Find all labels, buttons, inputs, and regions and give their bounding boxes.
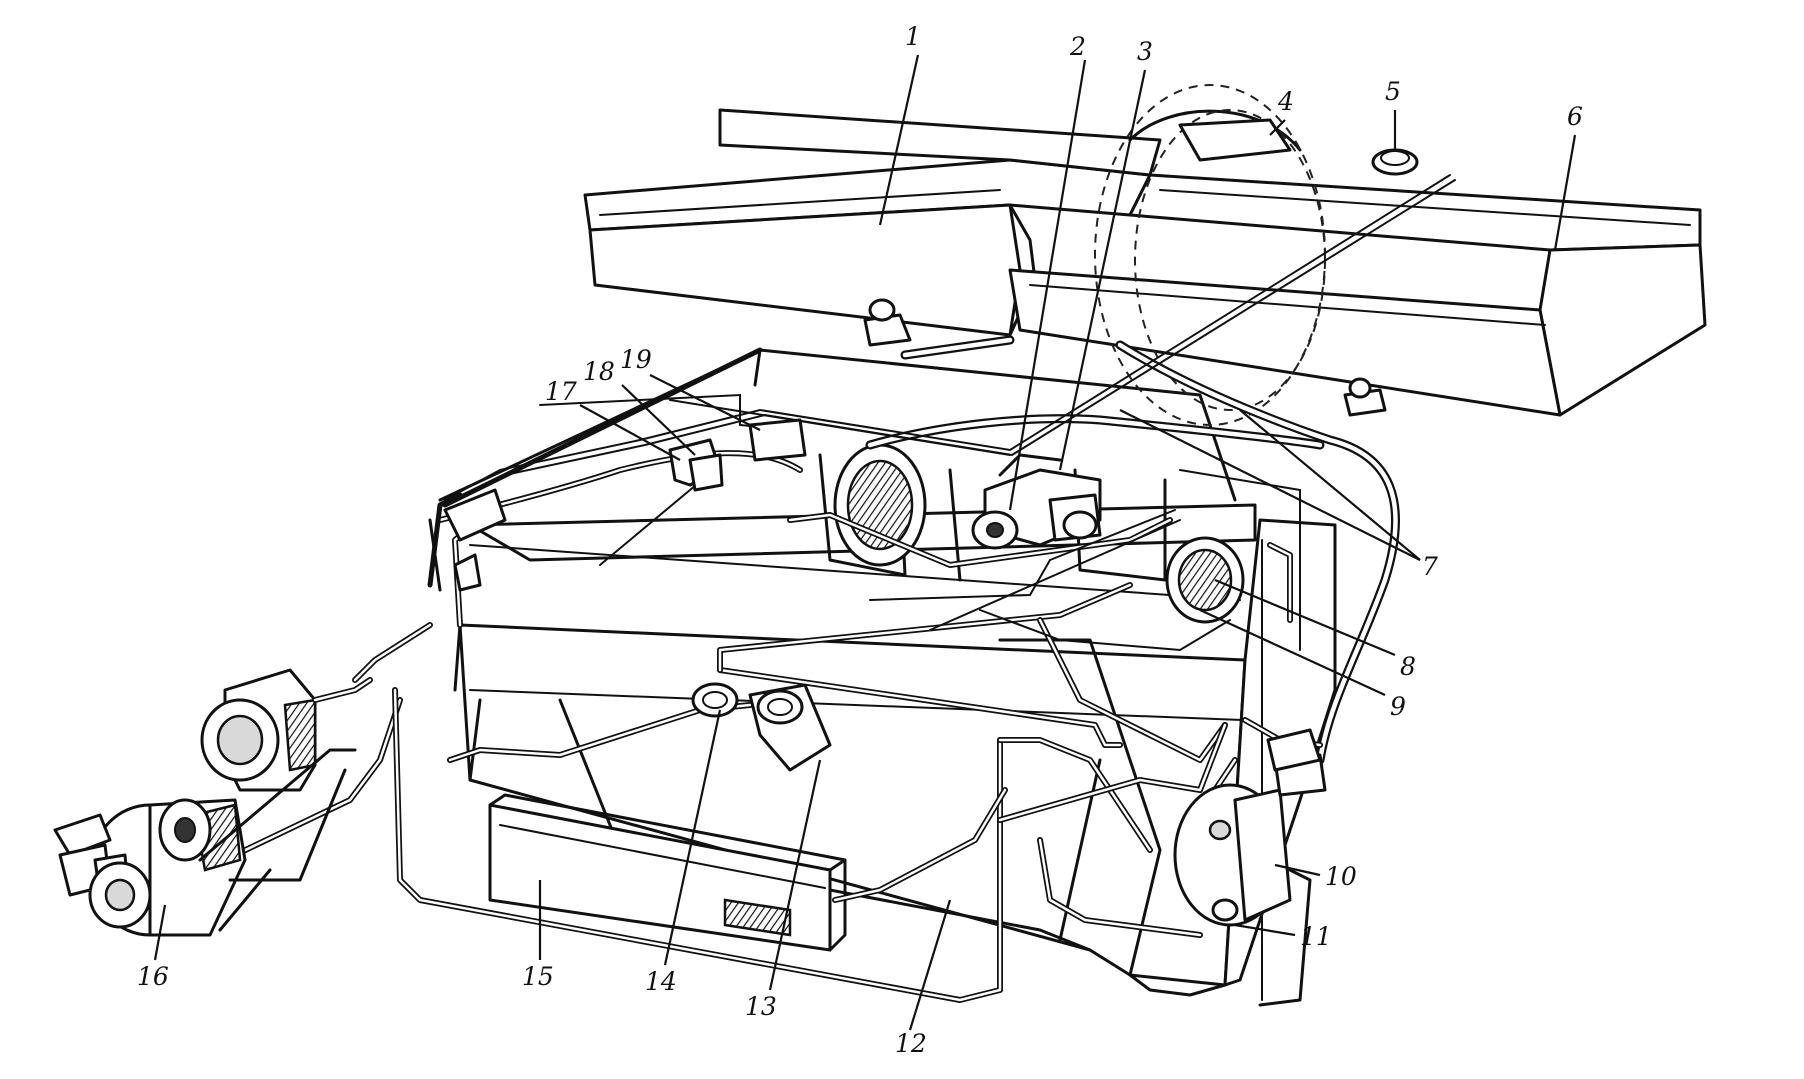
callout-12: 12 bbox=[895, 1029, 927, 1058]
callout-4: 4 bbox=[1277, 87, 1294, 116]
callout-6: 6 bbox=[1567, 102, 1583, 131]
callout-19: 19 bbox=[620, 345, 652, 374]
callout-17: 17 bbox=[545, 377, 577, 406]
filler-cap bbox=[1371, 148, 1419, 176]
callout-13: 13 bbox=[745, 992, 777, 1021]
callout-8: 8 bbox=[1400, 652, 1416, 681]
callout-18: 18 bbox=[583, 357, 615, 386]
frame-rods bbox=[427, 347, 763, 592]
callout-labels: 1 2 3 4 5 6 7 8 9 10 11 12 13 14 15 16 1… bbox=[137, 22, 1583, 1058]
callout-9: 9 bbox=[1390, 692, 1406, 721]
callout-3: 3 bbox=[1137, 37, 1153, 66]
callout-16: 16 bbox=[137, 962, 169, 991]
preheater-assembly bbox=[53, 668, 373, 937]
callout-15: 15 bbox=[522, 962, 554, 991]
box-left bbox=[583, 108, 1162, 337]
valve-unit-group bbox=[443, 418, 807, 592]
callout-5: 5 bbox=[1385, 77, 1401, 106]
callout-7: 7 bbox=[1422, 552, 1438, 581]
inlet-flanges bbox=[691, 682, 832, 772]
fan-housing-right bbox=[1165, 536, 1245, 624]
mount-brackets bbox=[863, 298, 1387, 772]
callout-1: 1 bbox=[905, 22, 921, 51]
heater-unit bbox=[1173, 753, 1327, 1007]
callout-10: 10 bbox=[1325, 862, 1357, 891]
callout-11: 11 bbox=[1300, 922, 1332, 951]
callout-14: 14 bbox=[645, 967, 677, 996]
leader-lines bbox=[153, 54, 1577, 1031]
callout-2: 2 bbox=[1069, 32, 1086, 61]
radiator bbox=[488, 793, 847, 952]
pump-cluster bbox=[971, 453, 1102, 550]
